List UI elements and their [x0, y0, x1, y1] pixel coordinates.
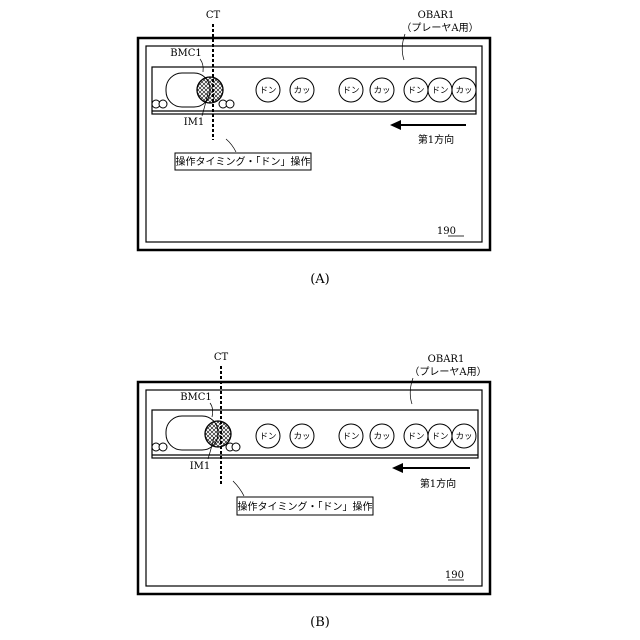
direction-arrow [392, 463, 470, 473]
note-circle: カッ [452, 78, 476, 102]
note-label: カッ [293, 86, 310, 96]
note-circle: ドン [256, 78, 280, 102]
image-label: IM1 [190, 461, 211, 472]
drum-marker [152, 73, 234, 108]
note-label: ドン [431, 432, 448, 442]
note-circle: カッ [452, 424, 476, 448]
note-label: カッ [373, 432, 390, 442]
note-label: ドン [342, 432, 359, 442]
note-circle: カッ [290, 78, 314, 102]
timing-callout: 操作タイミング・「ドン」操作 [176, 155, 311, 168]
panel-a: 190 CT BMC1 IM1 OBAR1 （プレーヤA用） ドン [138, 10, 490, 250]
note-label: カッ [455, 432, 472, 442]
panel-b: 190 CT BMC1 IM1 OBAR1 （プレーヤA用） ドン カッ ドン … [138, 352, 490, 594]
note-circle: カッ [370, 424, 394, 448]
note-label: ドン [259, 432, 276, 442]
drum-marker [152, 416, 240, 451]
direction-arrow [390, 120, 466, 130]
screen-ref-label: 190 [437, 226, 456, 237]
note-label: ドン [407, 86, 424, 96]
ct-label: CT [206, 10, 221, 21]
bar-sublabel: （プレーヤA用） [401, 22, 478, 34]
note-circle: ドン [339, 424, 363, 448]
marker-label: BMC1 [170, 48, 202, 59]
note-circle: ドン [428, 78, 452, 102]
bar-sublabel: （プレーヤA用） [409, 366, 486, 378]
note-label: ドン [407, 432, 424, 442]
note-label: カッ [373, 86, 390, 96]
bar-label: OBAR1 [428, 354, 465, 365]
ct-label: CT [214, 352, 229, 363]
direction-label: 第1方向 [418, 133, 454, 146]
note-circle: ドン [404, 78, 428, 102]
note-circle: ドン [256, 424, 280, 448]
marker-label: BMC1 [180, 392, 212, 403]
note-label: カッ [293, 432, 310, 442]
note-circle: ドン [339, 78, 363, 102]
direction-label: 第1方向 [420, 477, 456, 490]
note-label: ドン [431, 86, 448, 96]
bar-label: OBAR1 [418, 10, 455, 21]
note-label: ドン [342, 86, 359, 96]
timing-callout: 操作タイミング・「ドン」操作 [238, 500, 373, 513]
note-label: カッ [455, 86, 472, 96]
note-circle: ドン [404, 424, 428, 448]
note-circle: カッ [370, 78, 394, 102]
caption-b: (B) [310, 615, 330, 630]
note-circle: ドン [428, 424, 452, 448]
note-circle: カッ [290, 424, 314, 448]
note-label: ドン [259, 86, 276, 96]
image-label: IM1 [184, 117, 205, 128]
caption-a: (A) [310, 272, 330, 287]
screen-ref-label: 190 [445, 570, 464, 581]
